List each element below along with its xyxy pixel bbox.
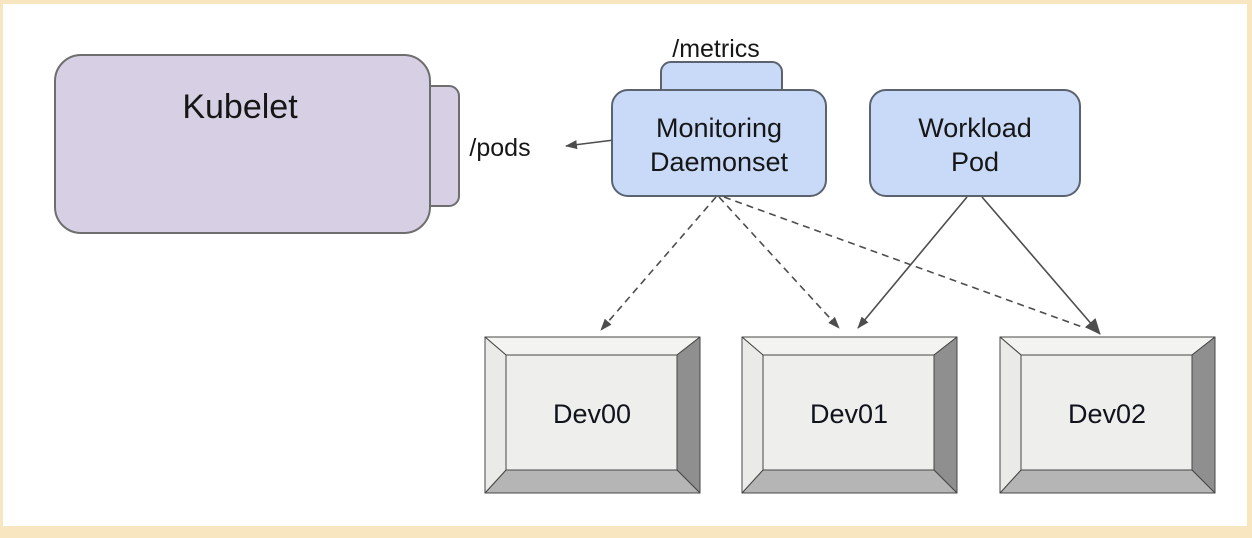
workload-pod-label-line2: Pod — [951, 147, 999, 177]
kubelet-label: Kubelet — [182, 88, 298, 126]
edge-workload-to-dev02 — [981, 196, 1101, 335]
dev00-bevel-bottom — [484, 469, 701, 494]
dev01-bevel-top — [741, 336, 958, 356]
edge-monitoring-to-dev00 — [600, 196, 717, 331]
dev02-bevel-top — [999, 336, 1216, 356]
dev02-label: Dev02 — [1068, 399, 1146, 429]
monitoring-daemonset-label-line2: Daemonset — [650, 147, 789, 177]
dev01-bevel-left — [741, 336, 764, 494]
monitoring-daemonset-node: Monitoring Daemonset /metrics — [611, 35, 827, 197]
dev02-bevel-left — [999, 336, 1022, 494]
edge-monitoring-to-dev01 — [718, 196, 840, 329]
edge-workload-to-dev01 — [857, 196, 968, 329]
dev01-bevel-bottom — [741, 469, 958, 494]
dev00-bevel-top — [484, 336, 701, 356]
device-box-dev00: Dev00 — [484, 336, 701, 494]
dev00-bevel-right — [676, 336, 701, 494]
device-box-dev02: Dev02 — [999, 336, 1216, 494]
dev00-bevel-left — [484, 336, 507, 494]
workload-pod-label-line1: Workload — [918, 113, 1032, 143]
edge-monitoring-to-kubelet — [565, 139, 615, 150]
monitoring-daemonset-label-line1: Monitoring — [656, 113, 782, 143]
kubelet-box — [54, 54, 431, 234]
pods-endpoint-label: /pods — [469, 134, 530, 162]
dev02-bevel-right — [1191, 336, 1216, 494]
kubelet-node: Kubelet — [54, 54, 460, 234]
edge-monitoring-to-dev02 — [723, 196, 1086, 329]
dev01-bevel-right — [933, 336, 958, 494]
dev01-face — [762, 354, 935, 471]
metrics-endpoint-label: /metrics — [672, 35, 760, 63]
dev00-face — [505, 354, 678, 471]
monitoring-daemonset-box — [611, 89, 827, 197]
dev01-label: Dev01 — [810, 399, 888, 429]
dev02-bevel-bottom — [999, 469, 1216, 494]
dev02-face — [1020, 354, 1193, 471]
workload-pod-box — [869, 89, 1081, 197]
device-box-dev01: Dev01 — [741, 336, 958, 494]
dev00-label: Dev00 — [553, 399, 631, 429]
workload-pod-node: Workload Pod — [869, 89, 1081, 197]
